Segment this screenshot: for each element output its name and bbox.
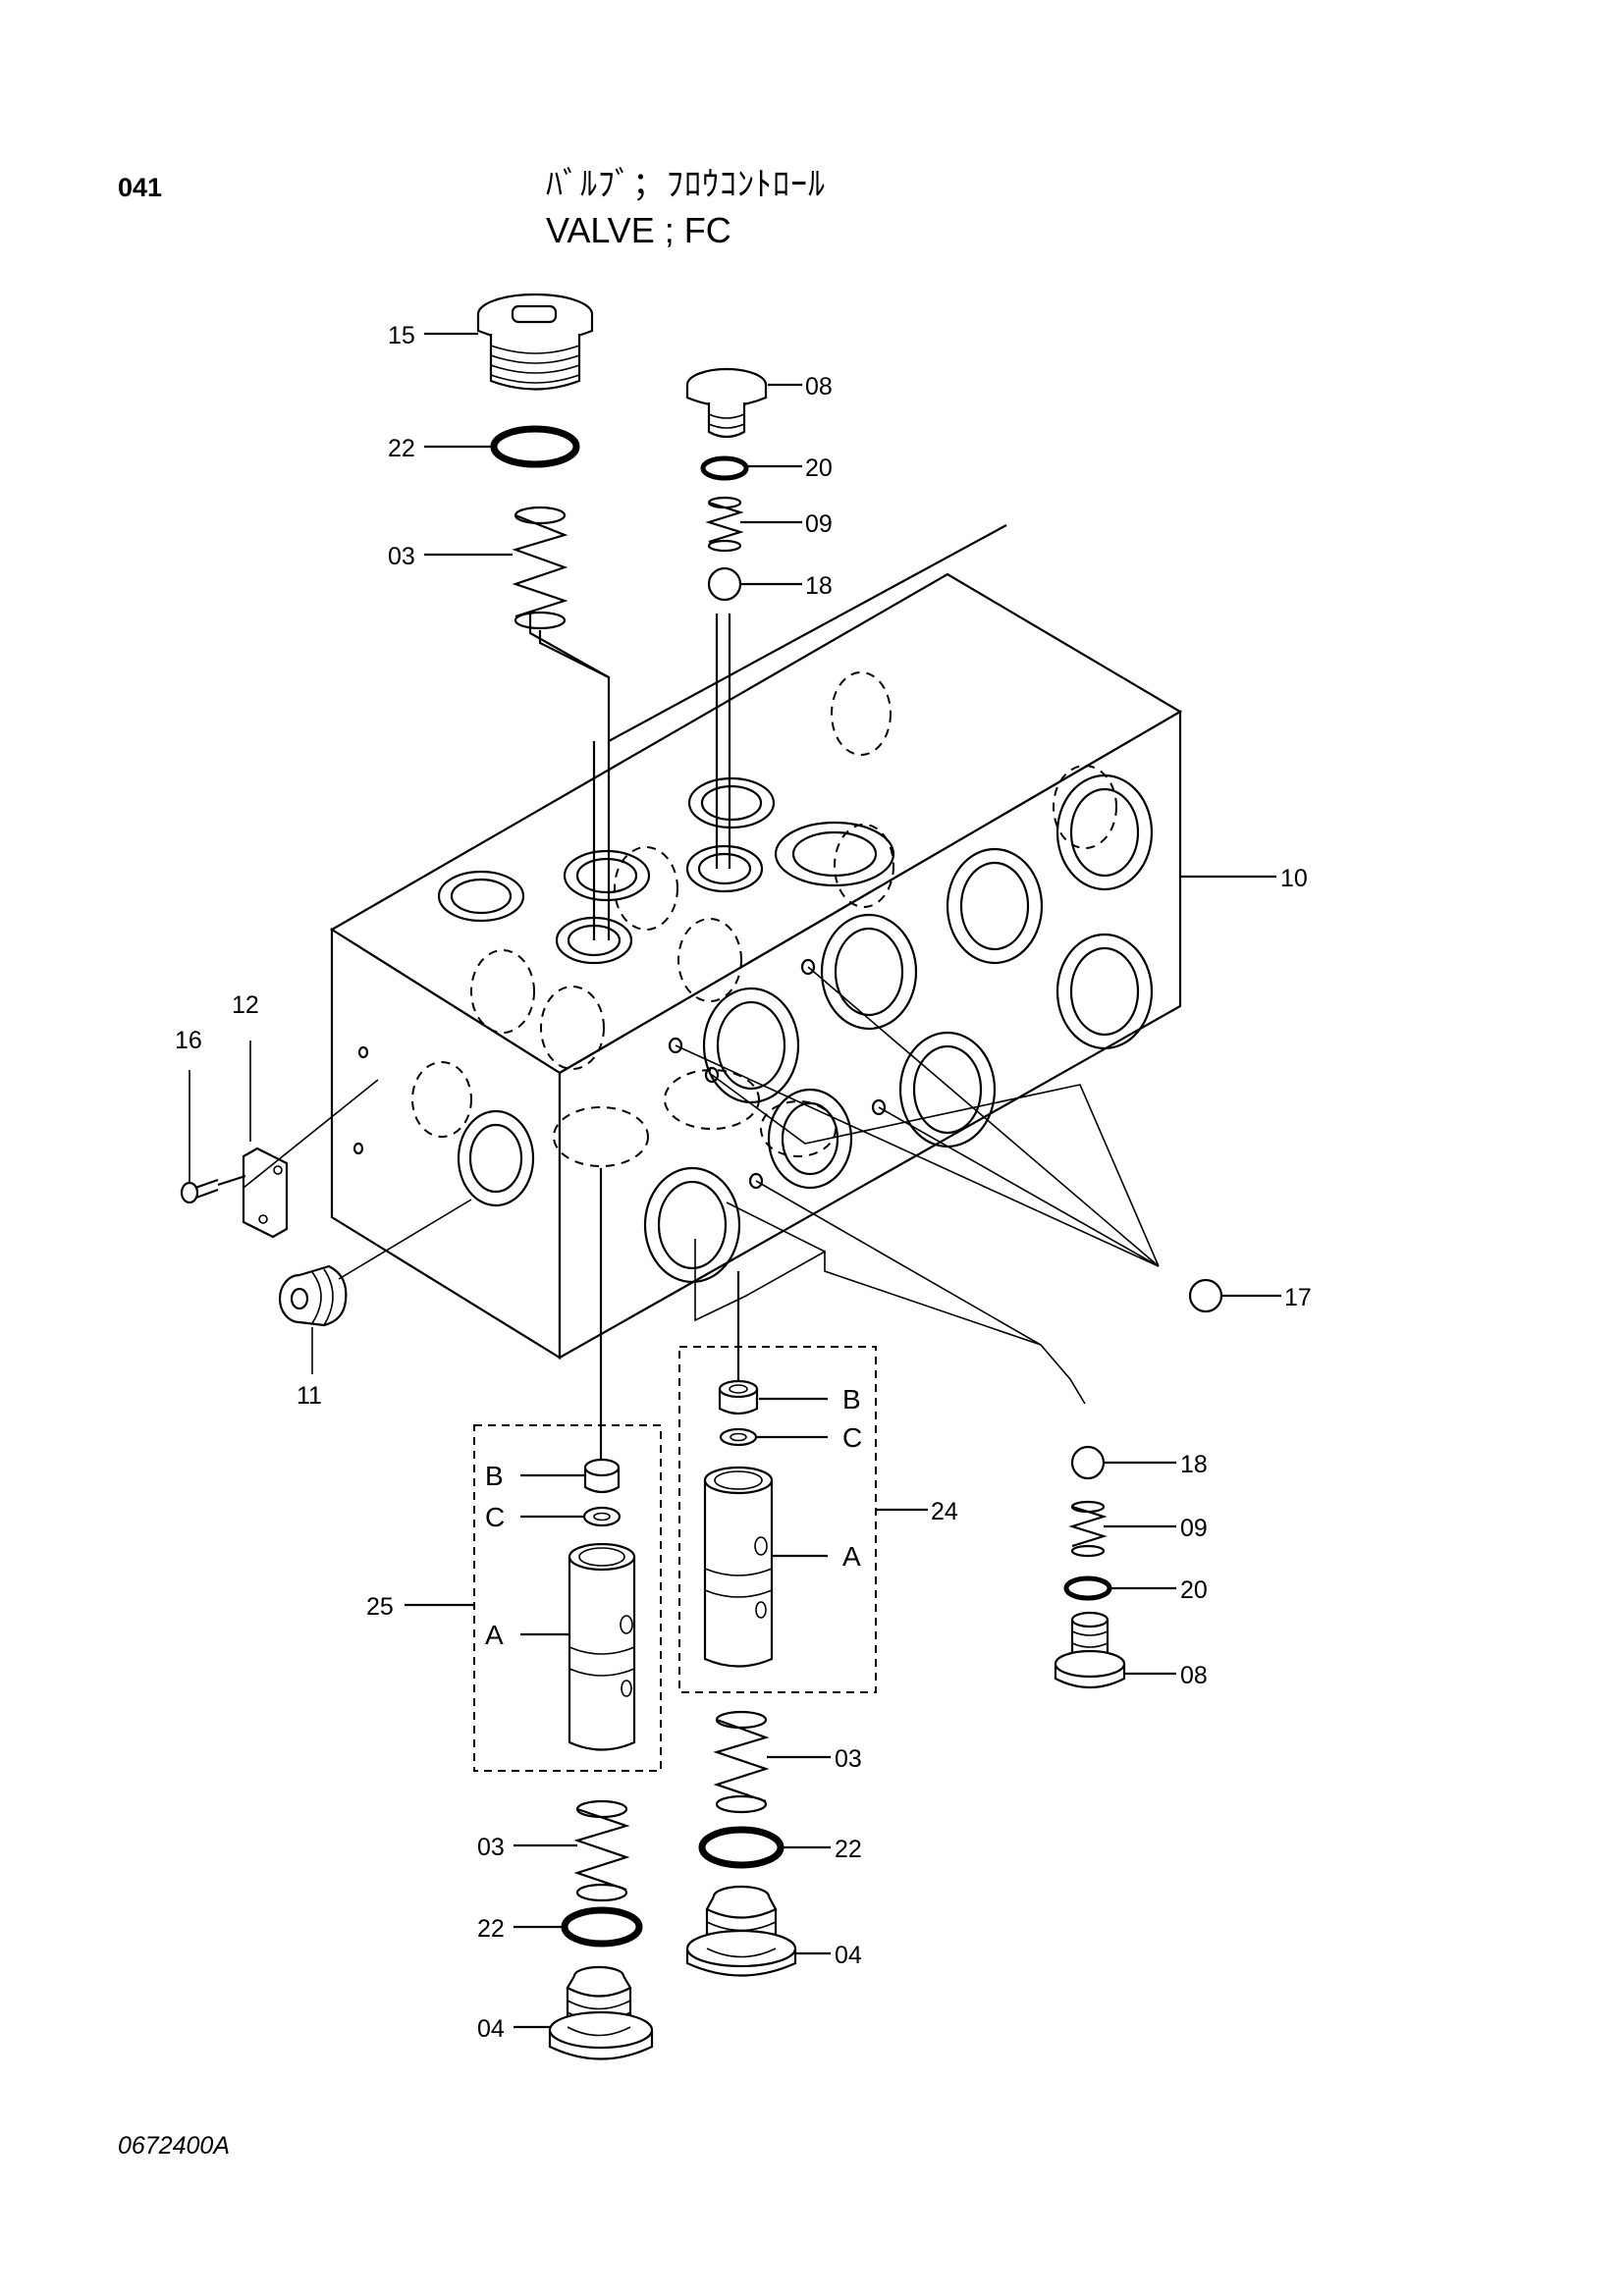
label-20-top: 20 [805,454,833,482]
screw-16-icon [180,1178,219,1204]
label-17: 17 [1284,1284,1312,1311]
title-japanese: ﾊﾞﾙﾌﾞ；ﾌﾛｳｺﾝﾄﾛｰﾙ [546,165,826,204]
page-number: 041 [118,173,163,202]
spring-09b-icon [1068,1500,1108,1558]
label-18-right: 18 [1180,1451,1208,1478]
washer-c1-icon [582,1506,622,1527]
assembly-25-box [473,1424,662,1772]
ball-18b-icon [1070,1445,1106,1480]
spring-03c-icon [573,1799,630,1902]
label-09-right: 09 [1180,1515,1208,1542]
o-ring-20-icon [700,455,749,481]
label-03-bottom-left: 03 [477,1834,505,1861]
label-15: 15 [388,322,415,349]
label-03-bottom-right: 03 [835,1745,862,1773]
label-22-bottom-right: 22 [835,1836,862,1863]
label-24: 24 [931,1498,958,1525]
plug-04b-icon [548,1965,654,2060]
label-08-right: 08 [1180,1662,1208,1689]
label-c-25: C [485,1502,505,1532]
plug-08-icon [685,367,768,439]
spring-03b-icon [713,1710,770,1814]
valve-body [329,524,1183,1405]
plug-04a-icon [685,1885,797,1977]
plug-08b-icon [1054,1611,1126,1688]
seat-b2-icon [718,1379,759,1415]
label-10: 10 [1280,865,1308,892]
spring-09-icon [705,496,744,553]
o-ring-22b-icon [698,1826,784,1869]
label-03-top: 03 [388,543,415,570]
label-18-top: 18 [805,572,833,600]
o-ring-20b-icon [1063,1575,1112,1601]
label-11: 11 [297,1382,322,1410]
label-b-25: B [485,1461,504,1491]
label-c-24: C [842,1422,862,1453]
spool-a2-icon [703,1466,774,1668]
o-ring-22c-icon [561,1906,643,1948]
label-a-24: A [842,1541,861,1572]
assembly-24-box [678,1346,877,1693]
plug-15-icon [476,293,594,391]
label-25: 25 [366,1593,394,1621]
seat-b1-icon [583,1458,621,1494]
label-04-bottom-right: 04 [835,1942,862,1969]
label-08-top: 08 [805,373,833,400]
spool-a1-icon [568,1542,636,1751]
label-04-bottom-left: 04 [477,2015,505,2043]
spring-03-icon [512,506,568,630]
label-22-top: 22 [388,435,415,462]
label-22-bottom-left: 22 [477,1915,505,1943]
drawing-code: 0672400A [118,2132,231,2160]
ball-18-icon [707,566,742,602]
label-12: 12 [232,991,259,1019]
washer-c2-icon [719,1427,758,1447]
label-20-right: 20 [1180,1576,1208,1604]
title-english: VALVE ; FC [546,210,731,250]
label-16: 16 [175,1027,202,1054]
o-ring-22-icon [490,425,580,468]
ball-17-icon [1188,1278,1223,1313]
label-a-25: A [485,1620,504,1650]
plate-12-icon [242,1147,289,1239]
label-09-top: 09 [805,510,833,538]
label-b-24: B [842,1384,861,1415]
plug-11-icon [278,1264,348,1327]
